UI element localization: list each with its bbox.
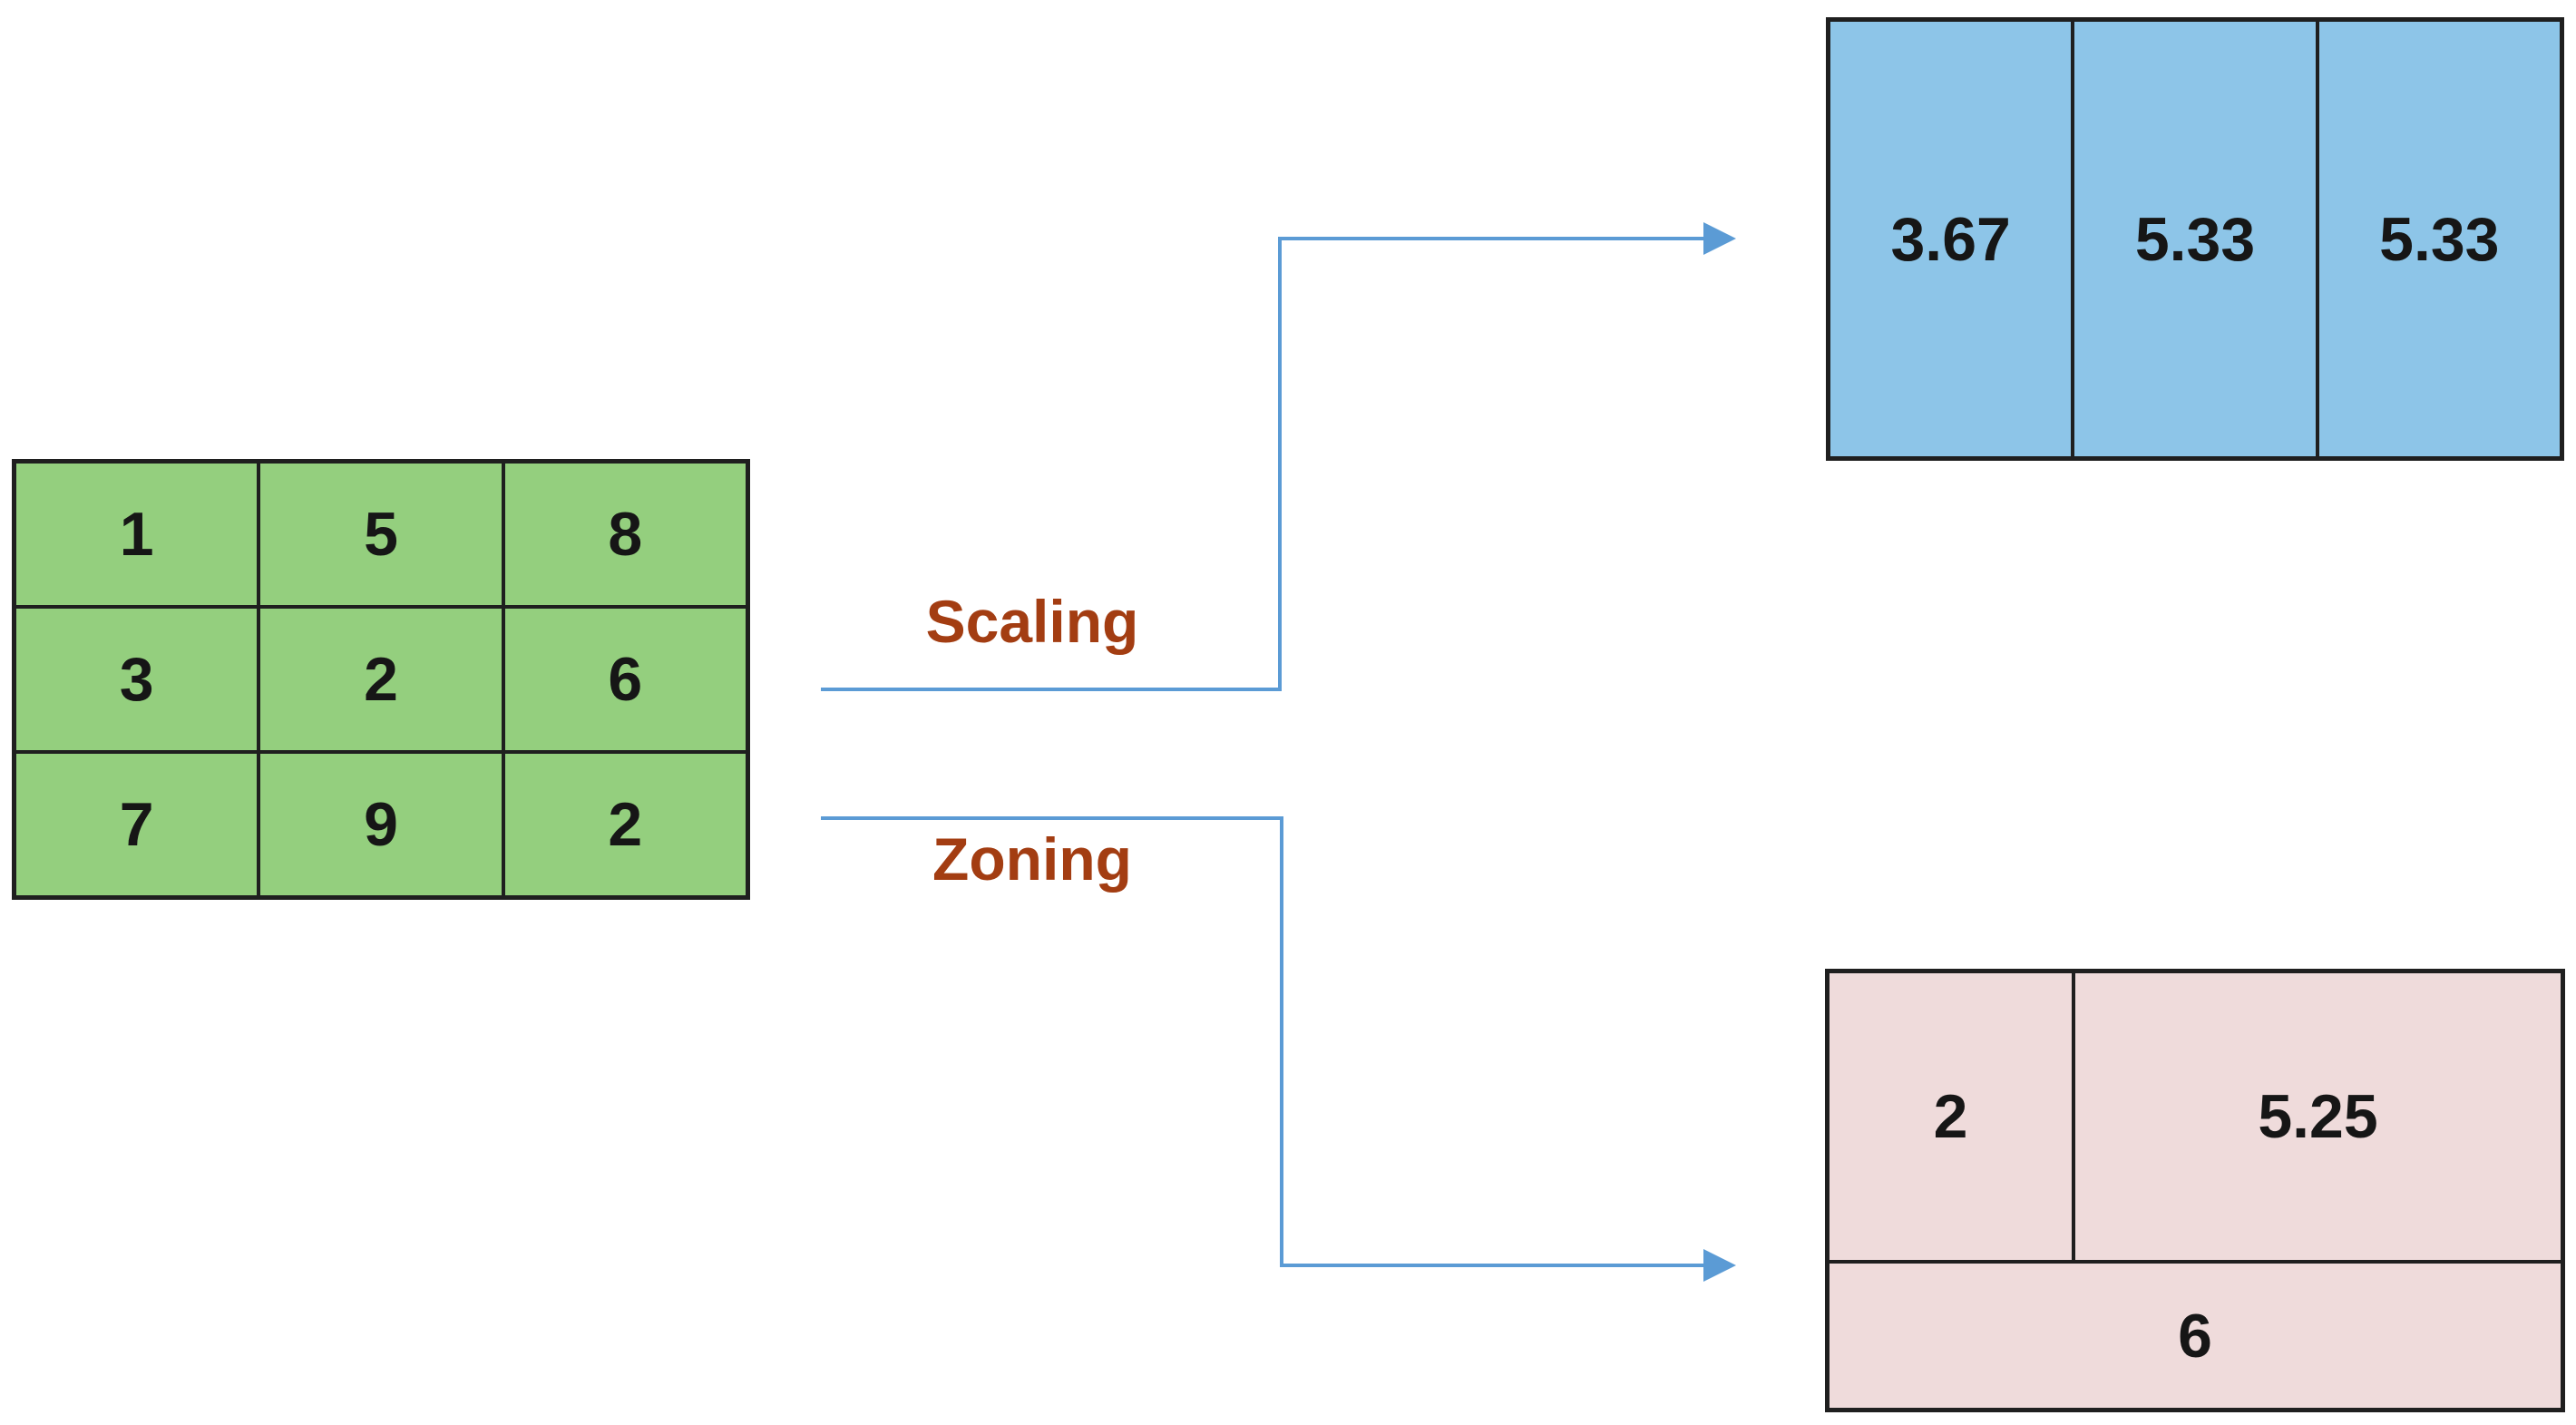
input-matrix-cell: 2 — [259, 607, 503, 752]
zoning-result-cell-bottom: 6 — [1828, 1262, 2562, 1410]
input-matrix-cell: 9 — [259, 752, 503, 897]
input-matrix-cell: 7 — [15, 752, 259, 897]
input-matrix-cell: 3 — [15, 607, 259, 752]
zoning-label: Zoning — [932, 825, 1132, 893]
scaling-result-cell: 5.33 — [2317, 20, 2561, 458]
scaling-label: Scaling — [925, 588, 1139, 655]
input-matrix: 1 5 8 3 2 6 7 9 2 — [12, 459, 750, 900]
input-matrix-cell: 6 — [503, 607, 747, 752]
input-matrix-cell: 2 — [503, 752, 747, 897]
input-matrix-cell: 5 — [259, 462, 503, 607]
scaling-result-cell: 3.67 — [1829, 20, 2073, 458]
input-matrix-cell: 8 — [503, 462, 747, 607]
scaling-result-cell: 5.33 — [2073, 20, 2317, 458]
zoning-result-matrix: 2 5.25 6 — [1825, 969, 2565, 1412]
zoning-result-cell-top-right: 5.25 — [2073, 971, 2562, 1263]
input-matrix-cell: 1 — [15, 462, 259, 607]
zoning-result-cell-top-left: 2 — [1828, 971, 2073, 1263]
scaling-result-matrix: 3.67 5.33 5.33 — [1826, 17, 2564, 461]
